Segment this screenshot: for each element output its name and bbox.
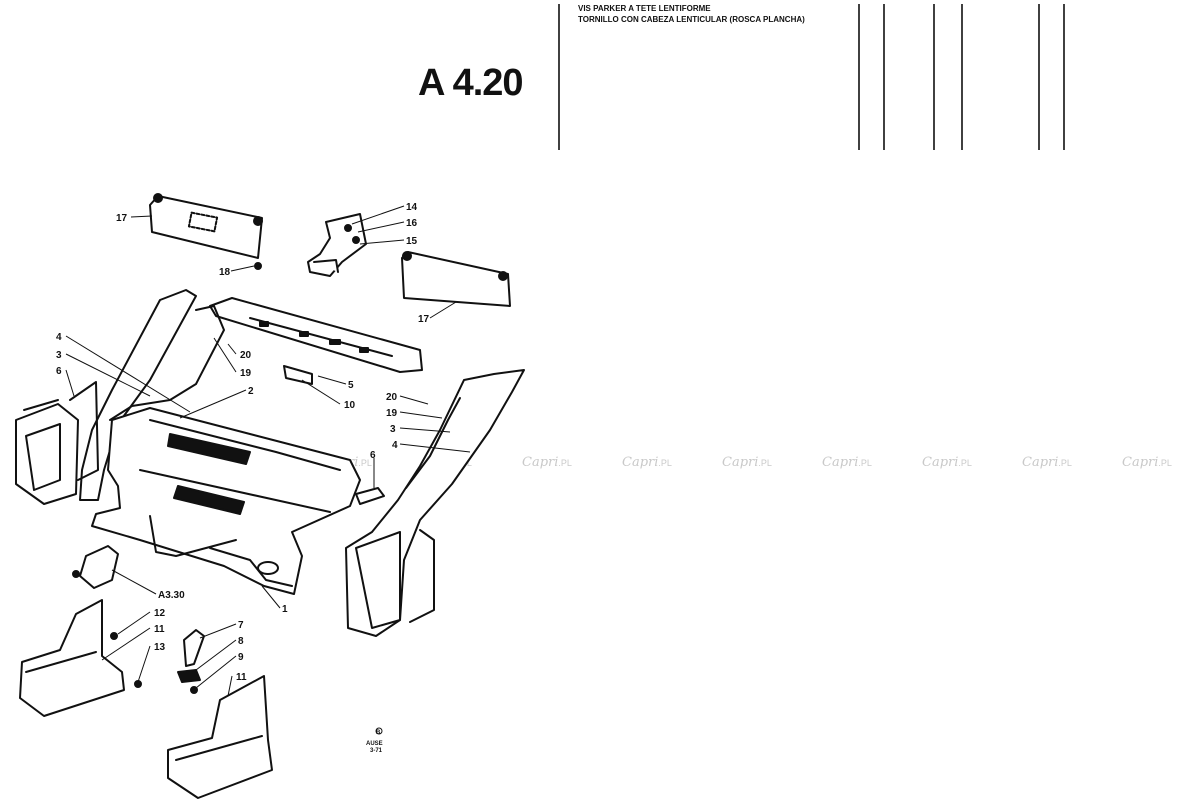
callout-9: 9	[238, 652, 244, 663]
callout-1: 1	[282, 604, 288, 615]
callout-14: 14	[406, 202, 418, 213]
callout-13: 13	[154, 642, 166, 653]
header-table-rules	[558, 4, 1065, 150]
roof-clip	[283, 365, 313, 385]
mirror-bracket	[307, 213, 367, 277]
svg-text:Capri.PL: Capri.PL	[622, 455, 672, 470]
callout-20-right: 20	[386, 392, 398, 403]
callout-16: 16	[406, 218, 418, 229]
callout-17: 17	[116, 213, 128, 224]
page-title: A 4.20	[418, 62, 524, 104]
windshield-header-panel	[209, 297, 423, 373]
callout-4-right: 4	[392, 440, 398, 451]
callout-3: 3	[56, 350, 62, 361]
callout-15: 15	[406, 236, 418, 247]
callout-6-right: 6	[370, 450, 376, 461]
callout-6: 6	[56, 366, 62, 377]
callout-19-right: 19	[386, 408, 398, 419]
callout-3-right: 3	[390, 424, 396, 435]
svg-text:Capri.PL: Capri.PL	[722, 455, 772, 470]
floor-pan	[91, 407, 361, 595]
callout-18: 18	[219, 267, 231, 278]
callout-17-right: 17	[418, 314, 430, 325]
callout-19: 19	[240, 368, 252, 379]
sun-visor-right	[401, 251, 511, 307]
grab-handle	[177, 629, 205, 694]
caption-spanish: TORNILLO CON CABEZA LENTICULAR (ROSCA PL…	[578, 15, 805, 24]
seat-bracket	[72, 545, 119, 589]
svg-text:Capri.PL: Capri.PL	[1022, 455, 1072, 470]
sun-visor-left	[149, 193, 263, 270]
svg-text:3-71: 3-71	[370, 748, 383, 754]
callout-4: 4	[56, 332, 62, 343]
body-side-right	[345, 369, 525, 637]
drawing-reference-marks: B AUSE 3-71	[366, 730, 383, 754]
callout-10: 10	[344, 400, 356, 411]
svg-text:Capri.PL: Capri.PL	[1122, 455, 1172, 470]
callout-20: 20	[240, 350, 252, 361]
seat-side-panel-left	[19, 599, 142, 717]
callout-11-right: 11	[236, 672, 247, 683]
callout-5: 5	[348, 380, 354, 391]
svg-text:Capri.PL: Capri.PL	[922, 455, 972, 470]
callout-11: 11	[154, 624, 165, 635]
callout-12: 12	[154, 608, 166, 619]
svg-text:Capri.PL: Capri.PL	[522, 455, 572, 470]
callout-2: 2	[248, 386, 254, 397]
svg-text:AUSE: AUSE	[366, 741, 383, 747]
callout-A330: A3.30	[158, 590, 185, 601]
leader-lines	[65, 205, 471, 697]
seat-side-panel-right	[167, 675, 273, 799]
callout-7: 7	[238, 620, 244, 631]
svg-text:Capri.PL: Capri.PL	[822, 455, 872, 470]
caption-french: VIS PARKER A TETE LENTIFORME	[578, 4, 711, 13]
callout-labels: 17 18 14 16 15 17 4 3 6 20 19 2 5 10 20 …	[56, 202, 430, 683]
svg-text:B: B	[376, 730, 381, 736]
callout-8: 8	[238, 636, 244, 647]
